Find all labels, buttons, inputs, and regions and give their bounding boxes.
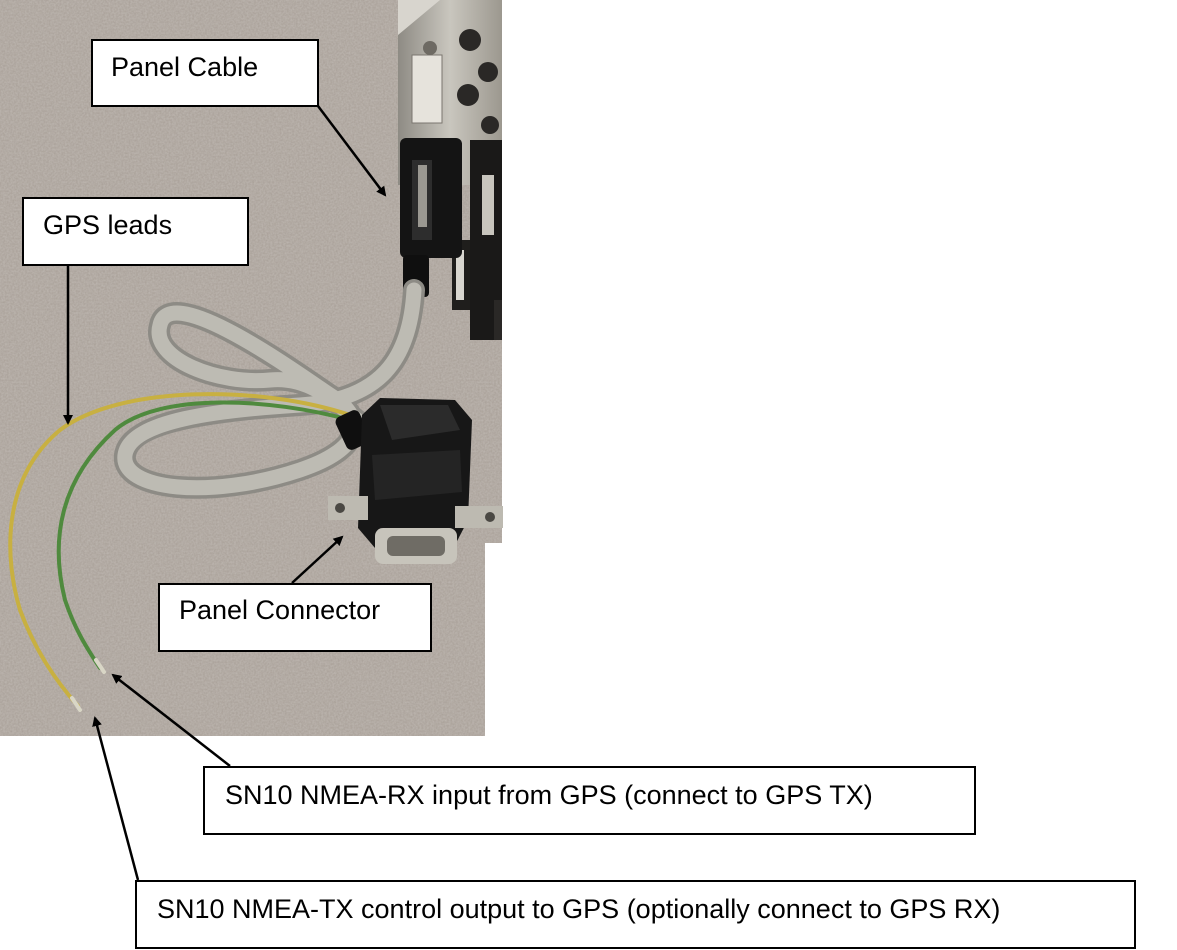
- panel-connector-hardware: [328, 398, 503, 564]
- callout-gps-leads: GPS leads: [22, 197, 249, 266]
- callout-nmea-rx-text: SN10 NMEA-RX input from GPS (connect to …: [225, 780, 873, 810]
- grey-cable: [113, 279, 425, 499]
- callout-nmea-tx-text: SN10 NMEA-TX control output to GPS (opti…: [157, 894, 1001, 924]
- callout-gps-leads-text: GPS leads: [43, 210, 173, 240]
- callout-nmea-tx: SN10 NMEA-TX control output to GPS (opti…: [135, 880, 1136, 949]
- callout-arrows: [63, 105, 387, 881]
- callout-panel-cable: Panel Cable: [91, 39, 319, 107]
- callout-nmea-rx: SN10 NMEA-RX input from GPS (connect to …: [203, 766, 976, 835]
- arrow-panel-connector: [291, 535, 344, 584]
- gps-leads: [8, 392, 352, 712]
- callout-panel-connector-text: Panel Connector: [179, 595, 381, 625]
- callout-panel-cable-text: Panel Cable: [111, 52, 259, 82]
- arrow-nmea-rx: [111, 673, 231, 767]
- callout-panel-connector: Panel Connector: [158, 583, 432, 652]
- arrow-nmea-tx: [92, 716, 140, 881]
- arrow-panel-cable: [317, 105, 387, 197]
